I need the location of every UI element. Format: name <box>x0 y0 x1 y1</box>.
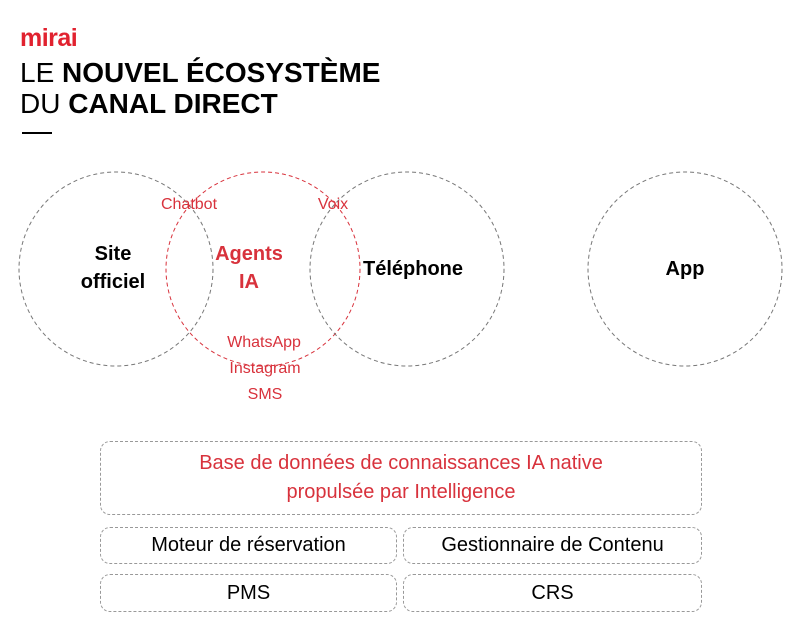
label-chatbot: Chatbot <box>160 196 218 213</box>
title-line-1: LE NOUVEL ÉCOSYSTÈME <box>20 58 380 88</box>
title-light: LE <box>20 57 55 88</box>
circle-agents <box>165 171 361 367</box>
label-telephone: Téléphone <box>362 258 464 280</box>
content-label: Gestionnaire de Contenu <box>441 534 664 556</box>
mirai-logo: mirai <box>20 24 78 52</box>
circle-site <box>18 171 214 367</box>
knowledge-base-box: Base de données de connaissances IA nati… <box>100 441 702 515</box>
label-instagram: Instagram <box>229 360 301 377</box>
crs-label: CRS <box>531 581 574 604</box>
circle-app <box>587 171 783 367</box>
label-site: Site officiel <box>80 243 146 293</box>
label-sms: SMS <box>247 386 283 403</box>
title-bold: NOUVEL ÉCOSYSTÈME <box>62 57 381 88</box>
label-agents: Agents IA <box>215 243 283 293</box>
booking-engine-box: Moteur de réservation <box>100 527 397 564</box>
title-light: DU <box>20 88 61 119</box>
label-whatsapp: WhatsApp <box>227 334 301 351</box>
label-voix: Voix <box>317 196 349 213</box>
knowledge-line-2: propulsée par Intelligence <box>286 481 516 503</box>
title-bold: CANAL DIRECT <box>68 88 278 119</box>
circle-telephone <box>309 171 505 367</box>
booking-label: Moteur de réservation <box>151 534 346 556</box>
pms-label: PMS <box>226 581 271 604</box>
title-underline <box>22 132 52 134</box>
title-line-2: DU CANAL DIRECT <box>20 89 278 119</box>
content-manager-box: Gestionnaire de Contenu <box>403 527 702 564</box>
crs-box: CRS <box>403 574 702 612</box>
pms-box: PMS <box>100 574 397 612</box>
label-app: App <box>665 258 705 280</box>
knowledge-line-1: Base de données de connaissances IA nati… <box>199 452 603 474</box>
